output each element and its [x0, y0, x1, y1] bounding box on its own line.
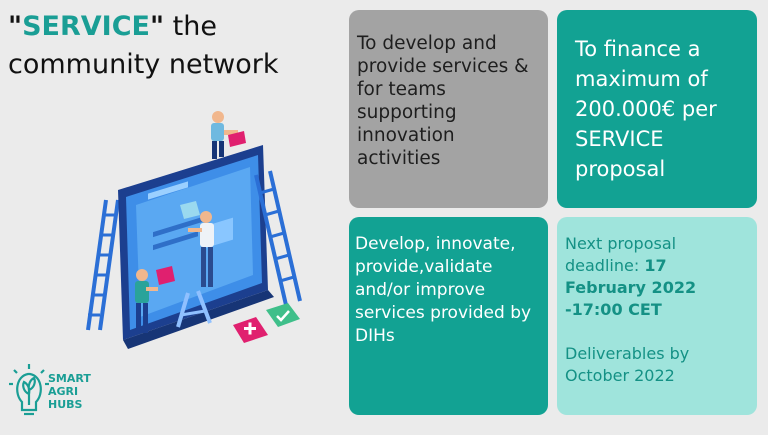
deadline-box: Next proposal deadline: 17 February 2022… [557, 217, 757, 415]
worker-top-icon [211, 111, 246, 159]
develop-provide-text: To develop and provide services & for te… [357, 33, 529, 169]
worker-bottom-icon [135, 269, 158, 333]
logo-wordmark: SMART AGRI HUBS [48, 372, 91, 411]
title-line2: community network [8, 49, 279, 80]
right-ladder-icon [254, 170, 302, 306]
title-line1-tail: the [164, 11, 217, 42]
team-building-website-illustration [86, 111, 302, 349]
deadline-date: 17 February 2022 -17:00 CET [565, 256, 697, 319]
page-title: "SERVICE" the community network [8, 8, 338, 84]
plus-badge-icon [233, 317, 268, 343]
step-stool-icon [176, 290, 212, 328]
title-quote-open: " [8, 11, 23, 42]
logo-line2: AGRI [48, 385, 79, 398]
title-service-word: SERVICE [22, 11, 150, 42]
develop-provide-box: To develop and provide services & for te… [349, 10, 548, 208]
finance-text: To finance a maximum of 200.000€ per SER… [575, 37, 717, 181]
develop-list-box: Develop, innovate, provide,validate and/… [349, 217, 548, 415]
pink-block-icon [156, 266, 175, 285]
worker-middle-icon [188, 211, 214, 287]
cube-icon [180, 201, 200, 219]
monitor-icon [118, 145, 274, 349]
logo-line3: HUBS [48, 398, 83, 411]
develop-list-text: Develop, innovate, provide,validate and/… [355, 234, 532, 346]
finance-box: To finance a maximum of 200.000€ per SER… [557, 10, 757, 208]
left-ladder-icon [86, 199, 120, 331]
smart-agri-hubs-logo-icon [9, 364, 49, 416]
deliverables-text: Deliverables by October 2022 [565, 344, 690, 385]
title-quote-close: " [149, 11, 165, 42]
logo-line1: SMART [48, 372, 91, 385]
check-badge-icon [266, 303, 300, 327]
deadline-prefix: Next proposal deadline: [565, 234, 677, 275]
